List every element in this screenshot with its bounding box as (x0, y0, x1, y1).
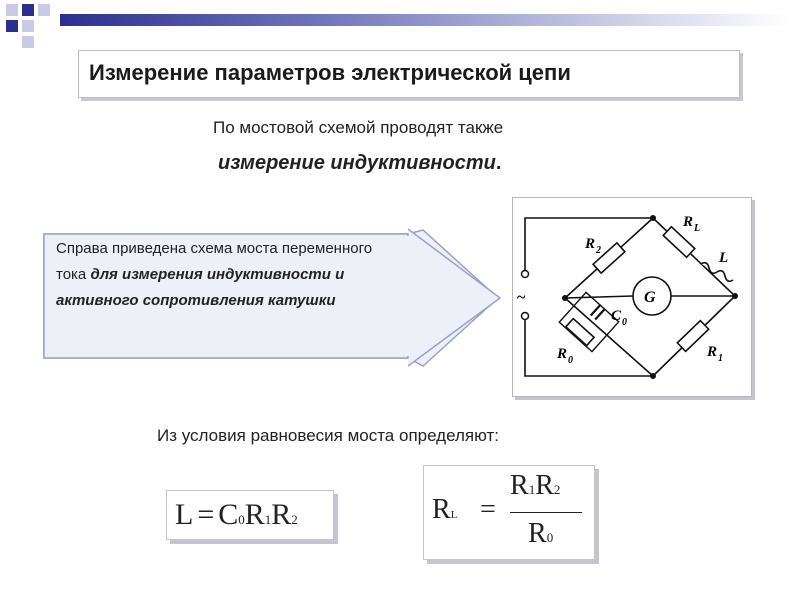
f2-num-r2-sub: 2 (553, 482, 561, 497)
f1-r2-sub: 2 (291, 512, 298, 527)
f2-den-sub: 0 (546, 530, 554, 545)
label-r0-sub: 0 (568, 355, 573, 366)
intro-line-1: По мостовой схемой проводят также (213, 118, 504, 137)
label-c0: C (611, 308, 622, 324)
f2-den: R (528, 518, 547, 549)
f2-num-r1: R (510, 470, 529, 501)
f2-eq: = (480, 494, 496, 525)
resistor-r2 (591, 241, 627, 275)
deco-square (6, 4, 18, 16)
r0-c0-block (558, 291, 620, 353)
capacitor-c0 (589, 304, 601, 317)
f1-r1-sub: 1 (264, 512, 272, 527)
f2-num-r1-sub: 1 (528, 482, 536, 497)
f2-denominator: R0 (528, 518, 553, 550)
intro-period: . (495, 152, 502, 174)
fraction-bar (510, 512, 582, 513)
f1-r2: R (271, 498, 292, 531)
resistor-r1 (676, 319, 710, 353)
intro-emphasis: измерение индуктивности (218, 152, 496, 174)
page-title: Измерение параметров электрической цепи (89, 60, 571, 85)
callout-plain: Справа приведена схема моста переменного… (56, 240, 373, 283)
deco-square (22, 4, 34, 16)
title-box: Измерение параметров электрической цепи (78, 50, 740, 98)
label-r1: R (706, 344, 717, 360)
label-c0-sub: 0 (622, 317, 627, 328)
deco-square (22, 36, 34, 48)
f2-lhs: R (432, 494, 451, 525)
terminal (520, 311, 530, 321)
bridge-circuit-diagram: ~ G R 2 R L L (512, 197, 752, 397)
label-g: G (644, 289, 656, 306)
deco-square (22, 20, 34, 32)
f1-eq: = (197, 498, 215, 531)
callout-emphasis: для измерения индуктивности и активного … (56, 266, 345, 309)
label-l: L (718, 250, 728, 266)
formula1-row: L=C0R1R2 (175, 498, 298, 532)
callout-text: Справа приведена схема моста переменного… (56, 236, 401, 314)
formula-inductance: L=C0R1R2 (166, 490, 334, 540)
deco-gradient-bar (60, 14, 790, 26)
source-symbol: ~ (517, 289, 526, 306)
arrow-shape (43, 228, 502, 367)
f2-numerator: R1R2 (510, 470, 560, 502)
f2-num-r2: R (535, 470, 554, 501)
galvanometer (632, 276, 672, 316)
label-r1-sub: 1 (718, 353, 723, 364)
terminal (520, 269, 530, 279)
f2-lhs-sub: L (450, 509, 458, 521)
f2-lhs-group: RL (432, 494, 457, 526)
label-rl: R (682, 214, 693, 230)
label-rl-sub: L (693, 223, 700, 234)
circuit-svg: ~ G R 2 R L L (517, 214, 738, 379)
deco-square (38, 4, 50, 16)
f1-c-sub: 0 (238, 512, 245, 527)
f1-c: C (218, 498, 239, 531)
condition-text: Из условия равновесия моста определяют: (157, 426, 500, 445)
resistor-rl (662, 225, 696, 259)
inductor-l (700, 261, 734, 283)
resistor-r0 (564, 317, 596, 347)
deco-square (6, 20, 18, 32)
f1-r1: R (244, 498, 265, 531)
label-r2: R (584, 236, 595, 252)
formula-resistance: RL = R1R2 R0 (423, 465, 595, 560)
intro-line-2: измерение индуктивности. (218, 152, 501, 175)
f1-lhs: L (175, 498, 194, 531)
label-r0: R (556, 346, 567, 362)
label-r2-sub: 2 (595, 245, 601, 256)
